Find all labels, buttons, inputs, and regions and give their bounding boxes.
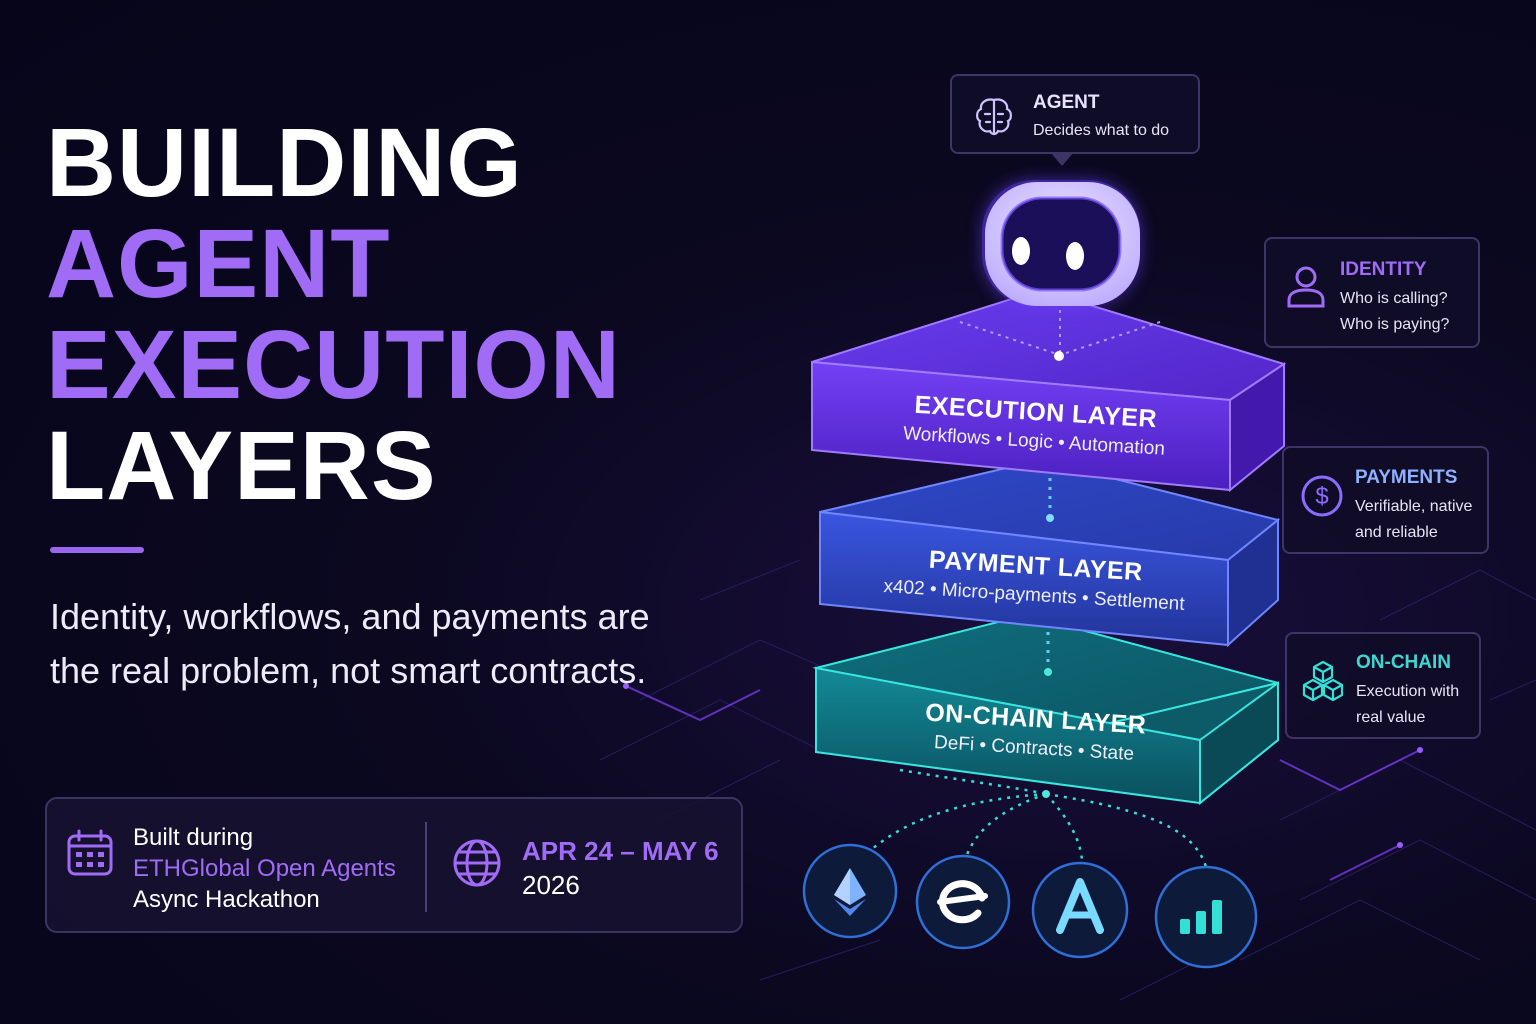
identity-description: Who is calling? Who is paying?	[1340, 286, 1449, 338]
event-type: Async Hackathon	[133, 886, 320, 913]
onchain-title: ON-CHAIN	[1356, 652, 1451, 673]
event-card-separator	[425, 822, 427, 912]
globe-icon	[453, 839, 501, 887]
cubes-icon	[1302, 660, 1344, 702]
subtitle: Identity, workflows, and payments are th…	[50, 596, 650, 691]
bar-chart-icon	[1154, 865, 1258, 969]
payments-line-1: Verifiable, native	[1355, 498, 1473, 515]
onchain-line-1: Execution with	[1356, 683, 1460, 700]
agent-callout: AGENT Decides what to do	[950, 74, 1200, 154]
svg-text:$: $	[1315, 483, 1328, 510]
identity-title: IDENTITY	[1340, 259, 1427, 280]
identity-line-1: Who is calling?	[1340, 290, 1448, 307]
title-line-execution: EXECUTION	[46, 310, 621, 419]
onchain-callout: ON-CHAIN Execution with real value	[1285, 632, 1481, 739]
event-info: Built during ETHGlobal Open Agents Async…	[133, 822, 396, 915]
user-icon	[1287, 266, 1325, 308]
built-during-label: Built during	[133, 824, 254, 851]
layer-connectors	[1046, 478, 1052, 672]
title-line-building: BUILDING	[46, 108, 523, 217]
brain-icon	[976, 98, 1012, 136]
calendar-icon	[67, 829, 113, 876]
date-range: APR 24 – MAY 6	[522, 836, 719, 866]
event-name: ETHGlobal Open Agents	[133, 855, 396, 882]
payment-layer-block	[819, 458, 1281, 648]
title-line-layers: LAYERS	[46, 411, 437, 520]
onchain-layer-block	[812, 613, 1279, 806]
event-year: 2026	[522, 870, 580, 900]
dollar-icon: $	[1301, 475, 1343, 517]
title-line-agent: AGENT	[46, 209, 391, 318]
agent-connector	[959, 310, 1161, 356]
onchain-description: Execution with real value	[1356, 679, 1459, 731]
event-card	[45, 797, 743, 933]
payments-description: Verifiable, native and reliable	[1355, 494, 1472, 546]
identity-callout: IDENTITY Who is calling? Who is paying?	[1264, 237, 1480, 348]
agent-anchor-dot	[1054, 351, 1064, 361]
payments-callout: $ PAYMENTS Verifiable, native and reliab…	[1282, 446, 1489, 554]
payments-title: PAYMENTS	[1355, 467, 1458, 488]
agent-callout-pointer	[1050, 152, 1074, 166]
execution-layer-block	[811, 288, 1287, 493]
event-dates: APR 24 – MAY 6 2026	[522, 834, 719, 902]
protocol-connectors	[859, 768, 1210, 876]
onchain-line-2: real value	[1356, 709, 1426, 726]
robot-agent-icon	[982, 180, 1140, 306]
agent-title: AGENT	[1033, 92, 1100, 113]
identity-line-2: Who is paying?	[1340, 316, 1450, 333]
ethereum-icon	[802, 843, 898, 939]
zerodev-icon	[915, 854, 1011, 950]
aave-icon	[1031, 861, 1129, 959]
page-title: BUILDING AGENT EXECUTION LAYERS	[46, 112, 621, 516]
payments-line-2: and reliable	[1355, 524, 1438, 541]
title-divider	[50, 547, 144, 553]
agent-description: Decides what to do	[1033, 122, 1170, 139]
